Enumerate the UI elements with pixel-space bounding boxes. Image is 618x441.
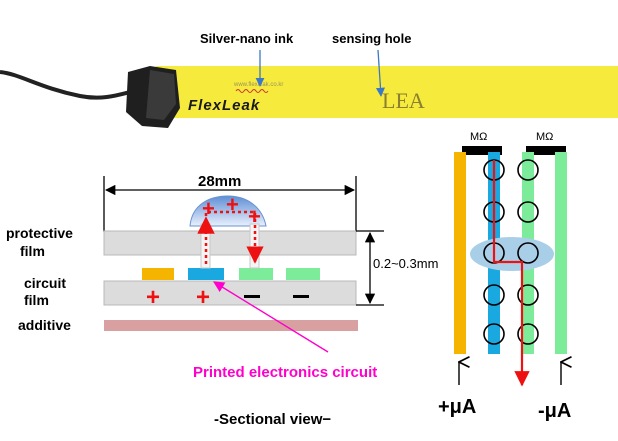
minus-mark <box>293 295 309 298</box>
ink-trace-squiggle <box>235 89 269 93</box>
sensing-hole <box>517 201 539 223</box>
electrode-green-2 <box>555 152 567 354</box>
sensing-hole <box>483 284 505 306</box>
thickness-dimension-label: 0.2~0.3mm <box>373 256 438 271</box>
arrow-hole <box>375 49 386 97</box>
strip-small-print: www.flexleak.co.kr <box>233 82 283 88</box>
printed-circuit-pointer <box>213 281 329 353</box>
plus-mark: + <box>196 284 210 311</box>
label-silver-nano-ink: Silver-nano ink <box>200 31 294 46</box>
sensor-cable <box>0 70 131 100</box>
plus-mark: + <box>248 204 261 229</box>
plus-mark: + <box>146 284 160 311</box>
sensing-hole <box>483 323 505 345</box>
label-protective: protective <box>6 225 73 241</box>
label-sensing-hole: sensing hole <box>332 31 411 46</box>
plus-mark: + <box>226 192 239 217</box>
pad-blue <box>188 268 224 280</box>
sensing-hole <box>517 284 539 306</box>
leak-current-path <box>197 210 264 269</box>
printed-circuit-caption: Printed electronics circuit <box>193 364 377 381</box>
plus-current-label: +μA <box>438 396 476 418</box>
strip-end-text: LEA <box>382 88 425 113</box>
pad-orange <box>142 268 174 280</box>
width-dimension-label: 28mm <box>198 173 241 190</box>
label-protective-film: film <box>20 243 45 259</box>
resistor-right <box>526 146 566 155</box>
yellow-sensor-strip <box>156 66 618 118</box>
additive-layer <box>104 320 358 331</box>
sensing-hole <box>517 323 539 345</box>
label-additive: additive <box>18 317 71 333</box>
resistor-left <box>462 146 502 155</box>
electrode-circuit-diagram: MΩ MΩ +μA -μA <box>438 131 571 422</box>
protective-film-layer <box>103 230 357 256</box>
electrode-orange <box>454 152 466 354</box>
ohm-label-left: MΩ <box>470 131 487 143</box>
connector-highlight <box>146 70 176 120</box>
brand-logo: FlexLeak <box>188 97 260 114</box>
ohm-label-right: MΩ <box>536 131 553 143</box>
minus-mark <box>244 295 260 298</box>
pad-green-2 <box>286 268 320 280</box>
current-flow-path <box>492 160 530 387</box>
label-circuit: circuit <box>24 275 66 291</box>
minus-current-label: -μA <box>538 400 571 422</box>
sensing-hole <box>517 242 539 264</box>
sectional-view-title: -Sectional view− <box>214 411 331 428</box>
label-circuit-film: film <box>24 292 49 308</box>
sensor-strip-illustration: FlexLeak www.flexleak.co.kr LEA <box>0 66 618 128</box>
pad-green-1 <box>239 268 273 280</box>
leak-blob <box>470 237 554 271</box>
circuit-film-layer <box>103 280 357 306</box>
charge-marks: + + + + + <box>146 192 309 311</box>
sensing-hole <box>517 159 539 181</box>
plus-mark: + <box>202 196 215 221</box>
